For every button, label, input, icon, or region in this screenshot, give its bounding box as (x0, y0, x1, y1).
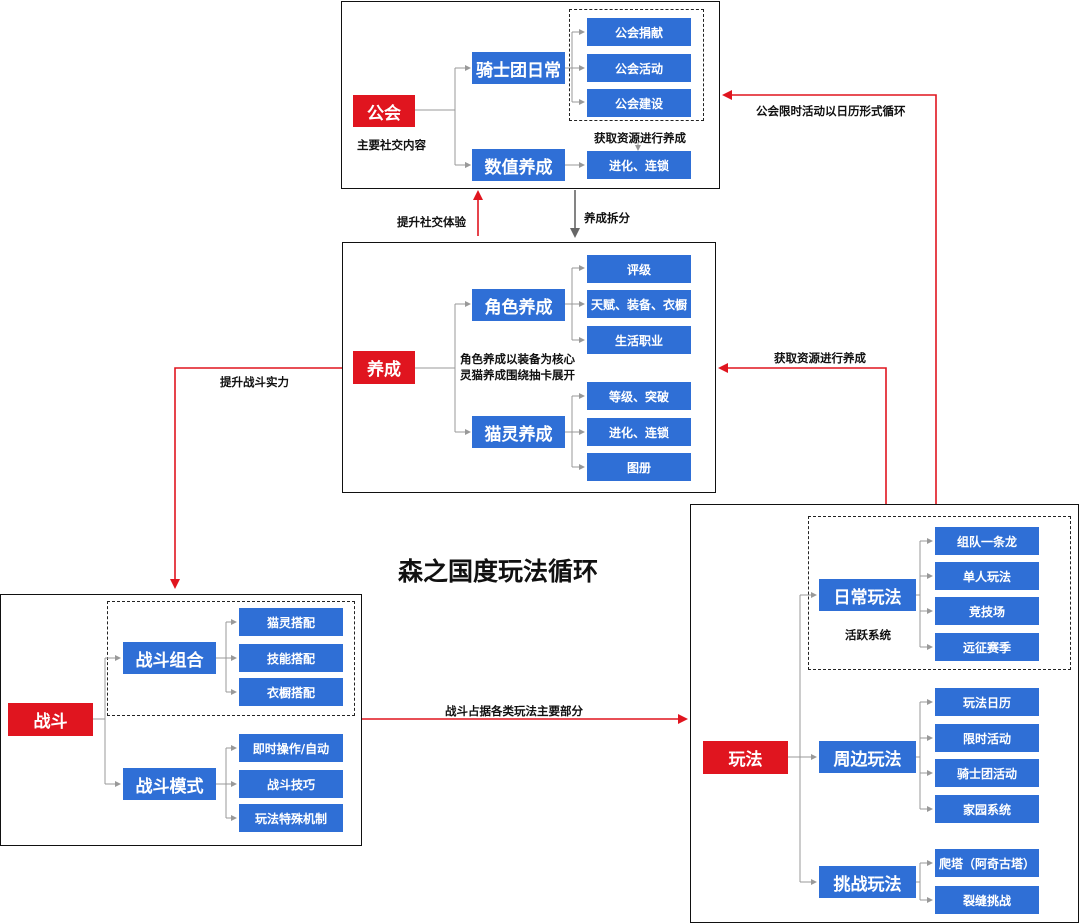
around-item-4: 家园系统 (935, 795, 1039, 823)
play-daily-group (808, 516, 1071, 670)
mode-item-2: 战斗技巧 (239, 770, 343, 798)
role-growth: 角色养成 (472, 289, 565, 321)
guild-daily-item-1: 公会捐献 (587, 18, 691, 46)
guild-growth: 数值养成 (472, 149, 565, 181)
cat-item-2: 进化、连锁 (587, 418, 691, 446)
battle-head: 战斗 (8, 703, 93, 736)
battle-combo-group (107, 601, 355, 716)
guild-growth-item-1: 进化、连锁 (587, 151, 691, 179)
role-item-3: 生活职业 (587, 326, 691, 354)
arrow-label-social: 提升社交体验 (397, 215, 466, 229)
combo-item-1: 猫灵搭配 (239, 608, 343, 636)
daily-item-2: 单人玩法 (935, 562, 1039, 590)
play-daily: 日常玩法 (819, 579, 916, 611)
arrow-label-split: 养成拆分 (584, 211, 630, 225)
role-item-2: 天赋、装备、衣橱 (587, 290, 691, 318)
guild-desc: 主要社交内容 (357, 138, 426, 152)
arrow-label-guild-loop: 公会限时活动以日历形式循环 (756, 104, 906, 118)
guild-daily: 骑士团日常 (472, 52, 565, 84)
yangcheng-desc-line-1: 角色养成以装备为核心 (460, 352, 575, 366)
diagram-title: 森之国度玩法循环 (398, 557, 599, 586)
cat-item-1: 等级、突破 (587, 382, 691, 410)
combo-item-2: 技能搭配 (239, 644, 343, 672)
guild-daily-item-2: 公会活动 (587, 54, 691, 82)
play-challenge: 挑战玩法 (819, 866, 916, 898)
combo-item-3: 衣橱搭配 (239, 678, 343, 706)
play-head: 玩法 (703, 741, 788, 774)
guild-daily-item-3: 公会建设 (587, 89, 691, 117)
daily-item-4: 远征赛季 (935, 633, 1039, 661)
yangcheng-desc-line-2: 灵猫养成围绕抽卡展开 (460, 368, 575, 382)
around-item-3: 骑士团活动 (935, 759, 1039, 787)
challenge-item-1: 爬塔（阿奇古塔） (935, 849, 1039, 877)
yangcheng-head: 养成 (353, 351, 415, 384)
play-daily-note: 活跃系统 (845, 628, 891, 642)
daily-item-3: 竞技场 (935, 597, 1039, 625)
role-item-1: 评级 (587, 255, 691, 283)
cat-growth: 猫灵养成 (472, 416, 565, 448)
around-item-2: 限时活动 (935, 724, 1039, 752)
arrow-label-main: 战斗占据各类玩法主要部分 (445, 704, 583, 718)
battle-mode: 战斗模式 (123, 768, 216, 800)
challenge-item-2: 裂缝挑战 (935, 886, 1039, 914)
around-item-1: 玩法日历 (935, 688, 1039, 716)
play-around: 周边玩法 (819, 741, 916, 773)
guild-head: 公会 (353, 95, 415, 127)
mode-item-3: 玩法特殊机制 (239, 804, 343, 832)
arrow-label-resources: 获取资源进行养成 (774, 351, 866, 365)
arrow-label-power: 提升战斗实力 (220, 375, 289, 389)
guild-growth-note: 获取资源进行养成 (594, 131, 686, 145)
battle-combo: 战斗组合 (123, 642, 216, 674)
cat-item-3: 图册 (587, 453, 691, 481)
mode-item-1: 即时操作/自动 (239, 734, 343, 762)
daily-item-1: 组队一条龙 (935, 527, 1039, 555)
